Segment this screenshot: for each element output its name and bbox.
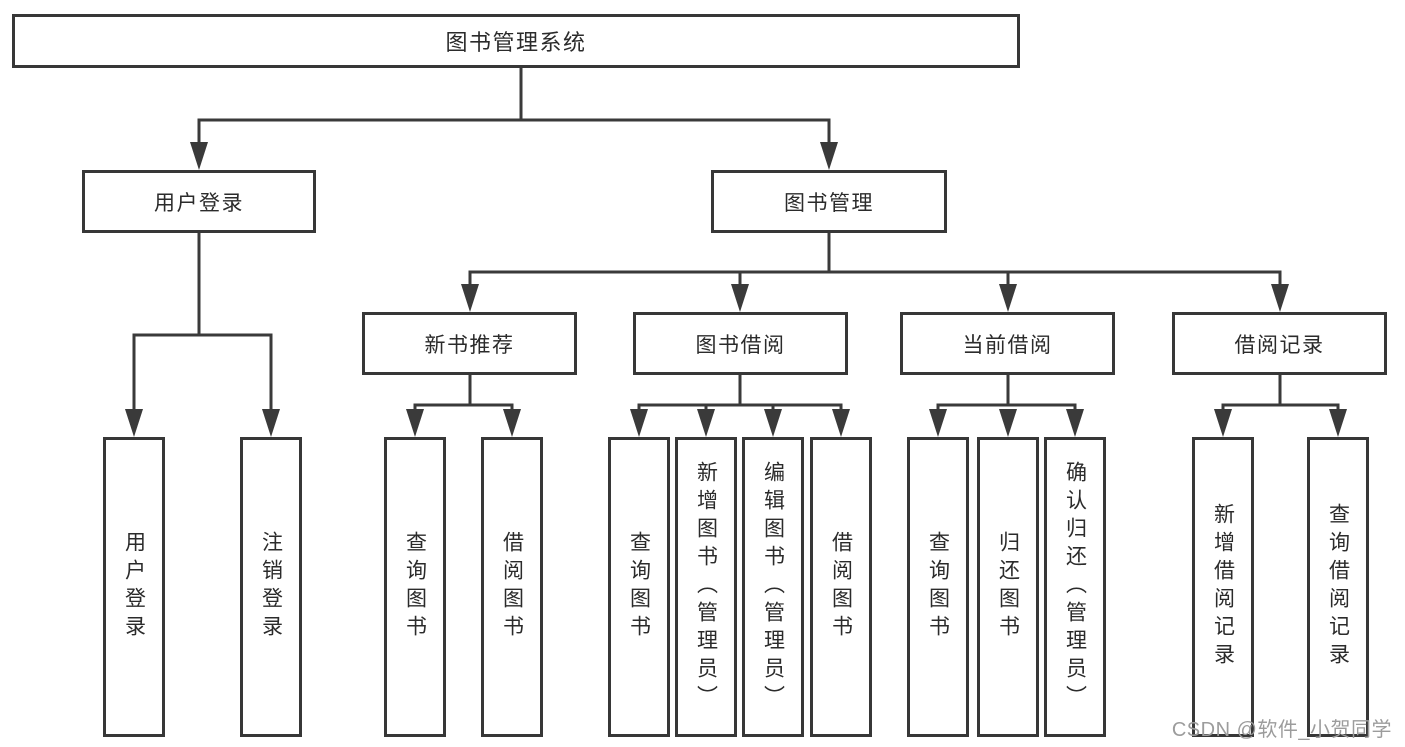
node-label: 用户登录 bbox=[122, 531, 146, 643]
node-leaf-nb-query-books: 查询图书 bbox=[384, 437, 446, 737]
node-leaf-cb-query-books: 查询图书 bbox=[907, 437, 969, 737]
node-leaf-logout: 注销登录 bbox=[240, 437, 302, 737]
node-leaf-bb-borrow-books: 借阅图书 bbox=[810, 437, 872, 737]
node-leaf-cb-confirm-return: 确认归还（管理员） bbox=[1044, 437, 1106, 737]
node-user-login: 用户登录 bbox=[82, 170, 316, 233]
node-label: 新增借阅记录 bbox=[1211, 503, 1235, 671]
node-leaf-bb-edit-books: 编辑图书（管理员） bbox=[742, 437, 804, 737]
csdn-watermark: CSDN @软件_小贺同学 bbox=[1171, 719, 1392, 741]
node-leaf-br-add-record: 新增借阅记录 bbox=[1192, 437, 1254, 737]
node-leaf-br-query-record: 查询借阅记录 bbox=[1307, 437, 1369, 737]
node-new-book-recommend: 新书推荐 bbox=[362, 312, 577, 375]
node-label: 借阅图书 bbox=[829, 531, 853, 643]
node-book-management-system: 图书管理系统 bbox=[12, 14, 1020, 68]
node-current-borrow: 当前借阅 bbox=[900, 312, 1115, 375]
node-label: 查询图书 bbox=[403, 531, 427, 643]
node-leaf-nb-borrow-books: 借阅图书 bbox=[481, 437, 543, 737]
node-book-borrow: 图书借阅 bbox=[633, 312, 848, 375]
node-leaf-bb-query-books: 查询图书 bbox=[608, 437, 670, 737]
node-label: 确认归还（管理员） bbox=[1063, 461, 1087, 713]
node-label: 归还图书 bbox=[996, 531, 1020, 643]
arrowheads bbox=[125, 142, 1347, 437]
node-label: 借阅图书 bbox=[500, 531, 524, 643]
node-book-management: 图书管理 bbox=[711, 170, 947, 233]
node-label: 查询图书 bbox=[926, 531, 950, 643]
node-label: 注销登录 bbox=[259, 531, 283, 643]
node-label: 查询图书 bbox=[627, 531, 651, 643]
node-label: 编辑图书（管理员） bbox=[761, 461, 785, 713]
node-leaf-login: 用户登录 bbox=[103, 437, 165, 737]
node-borrow-records: 借阅记录 bbox=[1172, 312, 1387, 375]
node-label: 新增图书（管理员） bbox=[694, 461, 718, 713]
node-leaf-cb-return-books: 归还图书 bbox=[977, 437, 1039, 737]
node-leaf-bb-add-books: 新增图书（管理员） bbox=[675, 437, 737, 737]
node-label: 查询借阅记录 bbox=[1326, 503, 1350, 671]
